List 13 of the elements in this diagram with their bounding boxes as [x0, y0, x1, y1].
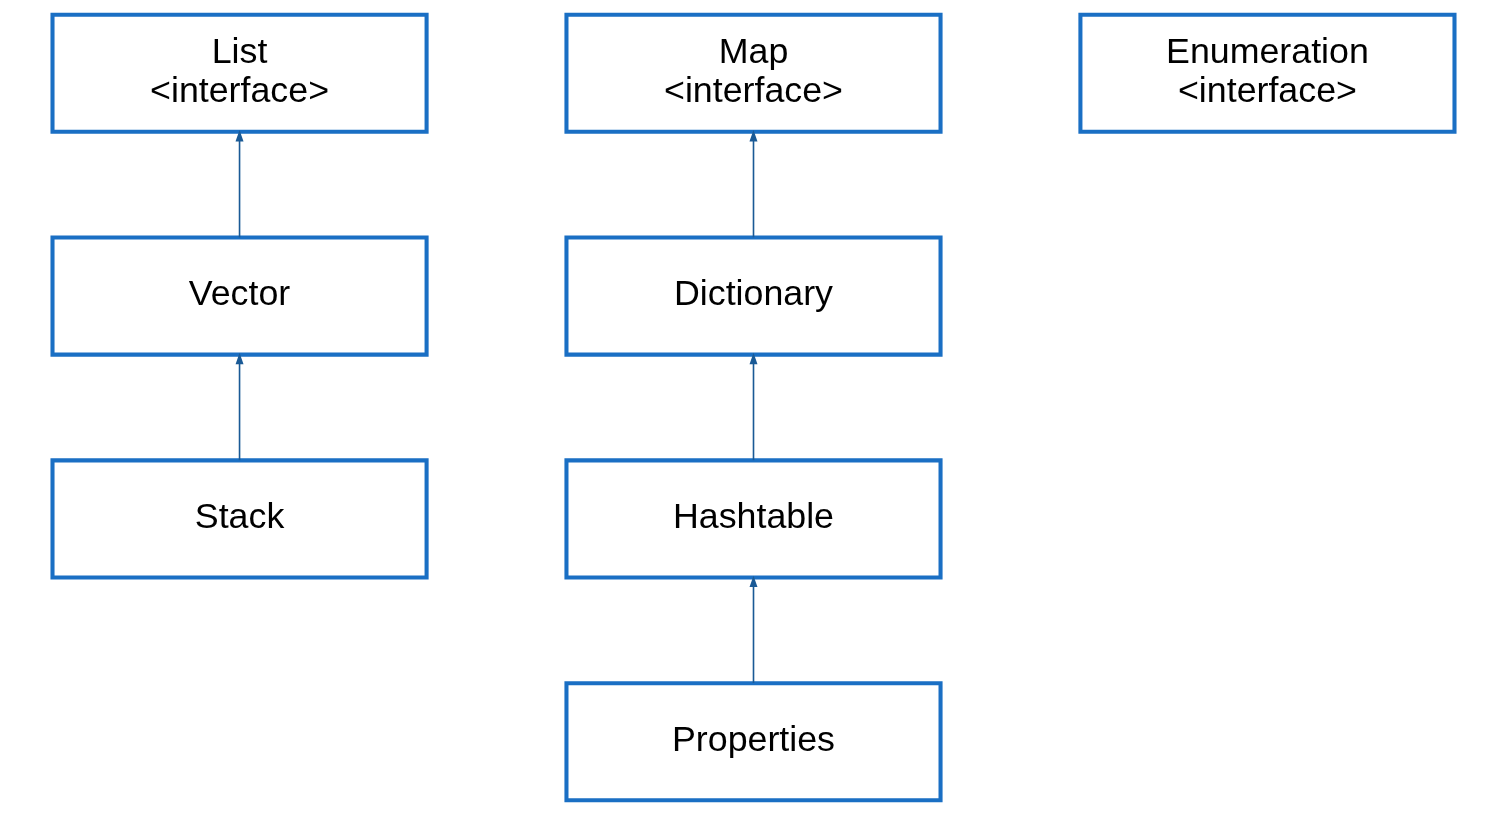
- arrow: [749, 575, 758, 684]
- arrow: [235, 352, 244, 461]
- node-box: Hashtable: [564, 458, 943, 580]
- arrow: [749, 130, 758, 239]
- node-box: Stack: [50, 458, 429, 580]
- node-box: List <interface>: [50, 12, 429, 134]
- node-box: Enumeration <interface>: [1078, 12, 1457, 134]
- arrow: [235, 130, 244, 239]
- node-box: Properties: [564, 681, 943, 803]
- node-box: Map <interface>: [564, 12, 943, 134]
- node-box: Dictionary: [564, 235, 943, 357]
- arrow: [749, 352, 758, 461]
- node-box: Vector: [50, 235, 429, 357]
